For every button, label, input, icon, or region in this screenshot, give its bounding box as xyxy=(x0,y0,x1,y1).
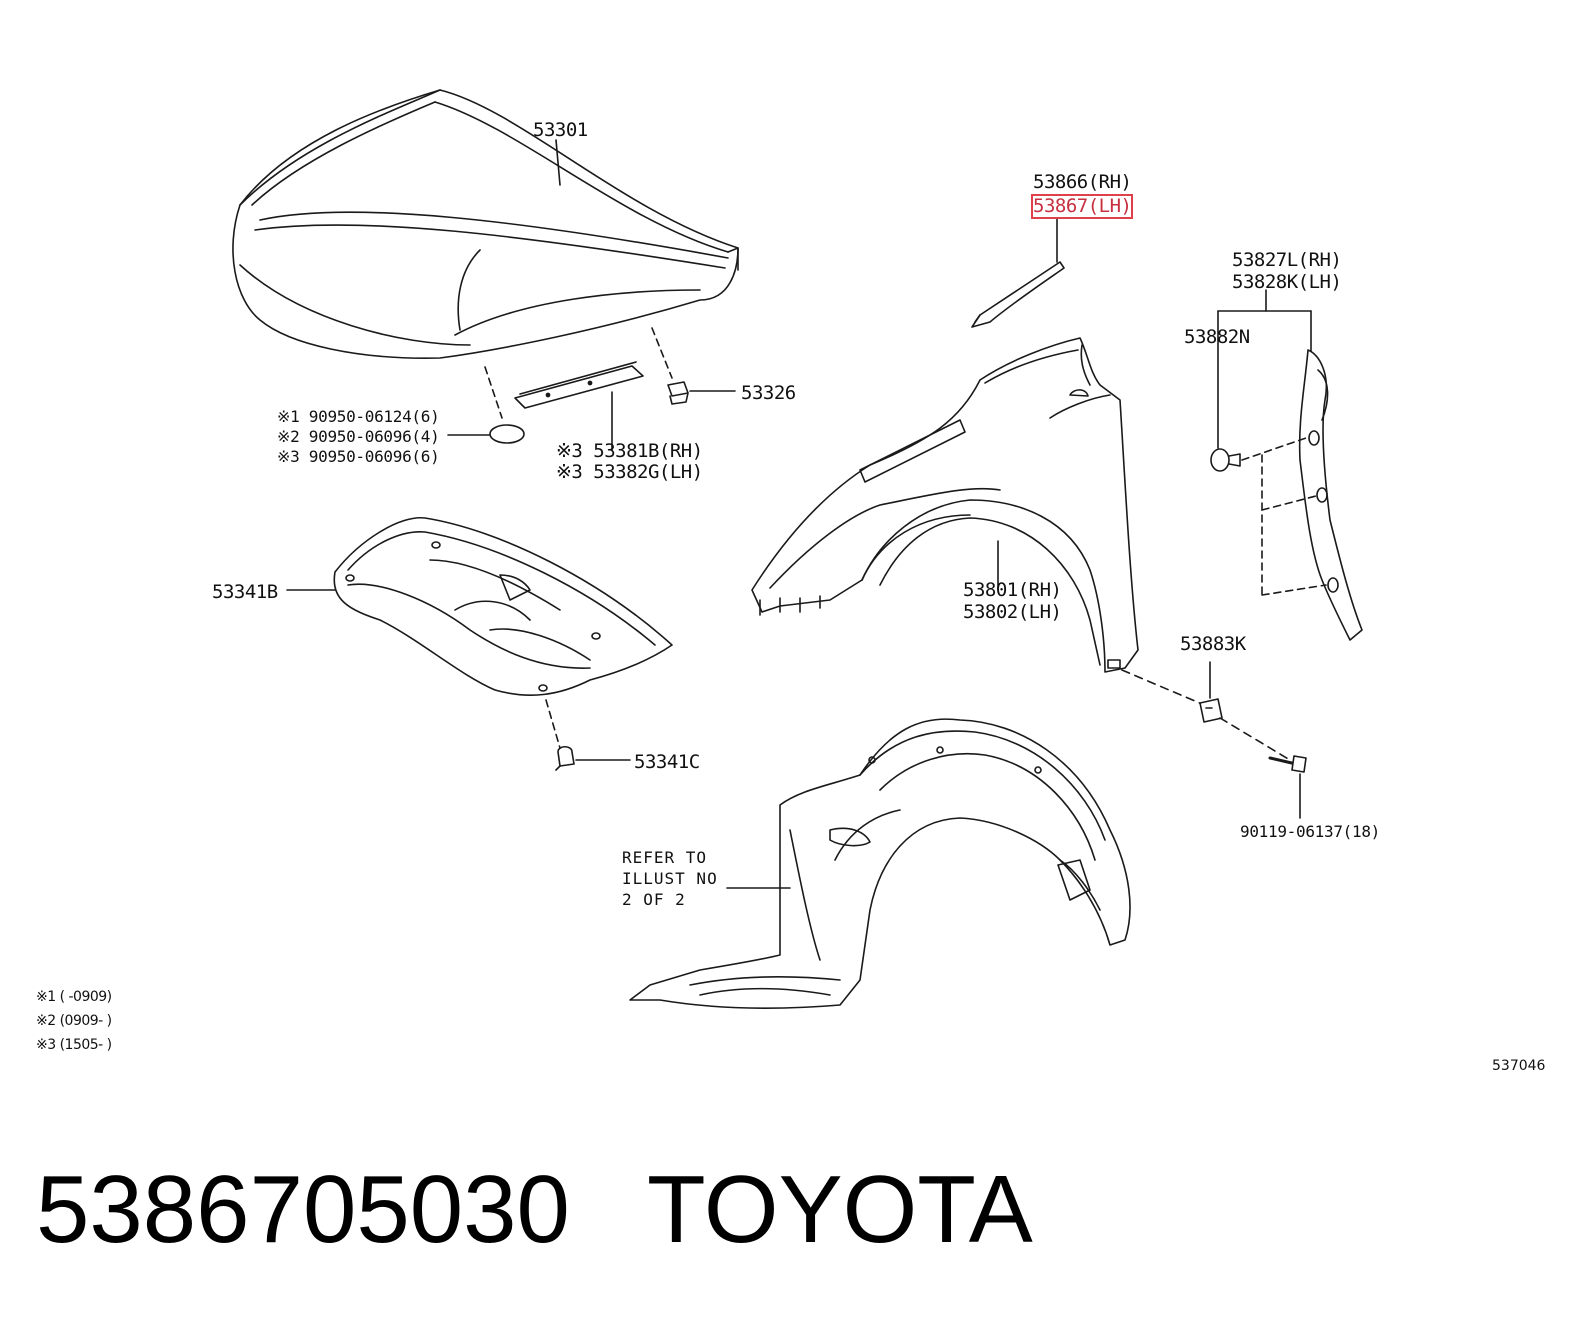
footnote-3: ※3 (1505- ) xyxy=(36,1037,112,1053)
label-protector-rh: 53827L(RH) xyxy=(1232,249,1342,271)
label-bolt: 90119-06137(18) xyxy=(1240,822,1380,841)
hood-drawing xyxy=(232,89,739,359)
fender-protector xyxy=(1298,349,1363,641)
insulator-clip xyxy=(555,745,575,771)
hood-insulator xyxy=(333,517,673,696)
label-fender-rh: 53801(RH) xyxy=(963,579,1062,601)
label-insulator-clip: 53341C xyxy=(634,751,700,773)
label-nut: 53883K xyxy=(1180,633,1246,655)
label-insulator: 53341B xyxy=(212,581,278,603)
label-refer-3: 2 OF 2 xyxy=(622,890,686,909)
fender-nut-dash xyxy=(1121,669,1203,705)
fender-liner xyxy=(629,718,1131,1010)
nut-bolt-dash xyxy=(1219,717,1291,761)
label-hood-cushion: 53326 xyxy=(741,382,796,404)
label-refer-1: REFER TO xyxy=(622,848,708,867)
insulator-clip-dash xyxy=(545,699,561,749)
label-refer-2: ILLUST NO xyxy=(622,869,718,888)
label-clip-1: ※1 90950-06124(6) xyxy=(277,407,440,426)
label-clip-2: ※2 90950-06096(4) xyxy=(277,427,440,446)
protector-dash-1 xyxy=(1241,437,1307,461)
label-fender-lh: 53802(LH) xyxy=(963,601,1062,623)
protector-dash-2 xyxy=(1261,495,1317,511)
fender-bolt xyxy=(1268,755,1307,773)
part-number-caption: 5386705030 xyxy=(36,1156,570,1263)
fender-seal xyxy=(971,261,1065,328)
label-clip-3: ※3 90950-06096(6) xyxy=(277,447,440,466)
label-hood-seal-rh: ※3 53381B(RH) xyxy=(556,440,703,462)
label-seal-rh: 53866(RH) xyxy=(1033,171,1132,193)
label-hood-seal-lh: ※3 53382G(LH) xyxy=(556,461,703,483)
label-protector-clip: 53882N xyxy=(1184,326,1250,348)
fender-nut xyxy=(1199,698,1223,723)
cushion-dash-leader xyxy=(651,327,673,379)
brand-caption: TOYOTA xyxy=(647,1156,1033,1263)
label-seal-lh-highlighted[interactable]: 53867(LH) xyxy=(1030,194,1134,219)
label-protector-lh: 53828K(LH) xyxy=(1232,271,1342,293)
footnote-2: ※2 (0909- ) xyxy=(36,1013,112,1029)
footnote-1: ※1 ( -0909) xyxy=(36,989,112,1005)
clip-dash-leader xyxy=(484,366,503,419)
hood-clip-grommet xyxy=(489,424,525,444)
label-hood: 53301 xyxy=(533,119,588,141)
protector-dash-3 xyxy=(1261,584,1327,596)
protector-clip xyxy=(1210,448,1241,472)
front-fender xyxy=(751,337,1139,673)
hood-cushion xyxy=(667,381,689,405)
hood-leader xyxy=(555,139,561,186)
illustration-id: 537046 xyxy=(1492,1058,1546,1074)
hood-seal-strip xyxy=(514,361,644,409)
